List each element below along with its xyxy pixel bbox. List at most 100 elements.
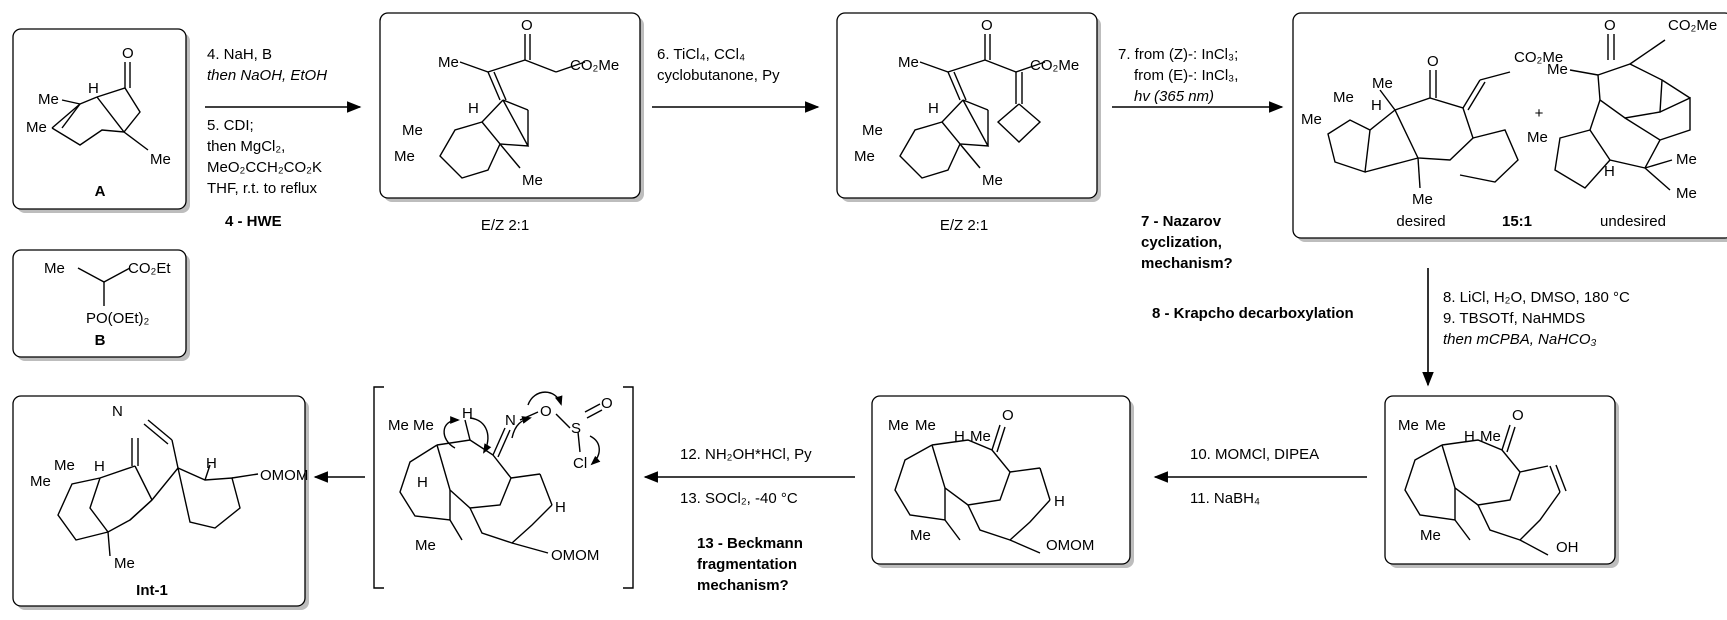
atom-me: Me bbox=[854, 148, 875, 165]
atom-co2me: CO₂Me bbox=[1030, 57, 1079, 74]
curly-arrow bbox=[527, 391, 563, 406]
atom-o: O bbox=[1512, 407, 1524, 424]
step-10-reagents: 10. MOMCl, DIPEA bbox=[1190, 446, 1319, 463]
atom-me: Me bbox=[1425, 417, 1446, 434]
atom-h: H bbox=[417, 474, 428, 491]
int-1-label: Int-1 bbox=[136, 582, 168, 599]
compound-a-label: A bbox=[95, 183, 106, 200]
step-13-note: fragmentation bbox=[697, 556, 797, 573]
atom-me: Me bbox=[388, 417, 409, 434]
step-4-reagents: 4. NaH, B bbox=[207, 46, 272, 63]
atom-omom: OMOM bbox=[1046, 537, 1094, 554]
compound-b-label: B bbox=[95, 332, 106, 349]
atom-o: O bbox=[540, 403, 552, 420]
step-6-conditions: cyclobutanone, Py bbox=[657, 67, 780, 84]
atom-me: Me bbox=[1412, 191, 1433, 208]
atom-me: Me bbox=[1676, 151, 1697, 168]
atom-me: Me bbox=[888, 417, 909, 434]
mom-ketone-structure: O Me Me H Me H Me OMOM bbox=[888, 407, 1094, 554]
atom-me: Me bbox=[394, 148, 415, 165]
atom-h: H bbox=[1371, 97, 1382, 114]
atom-h: H bbox=[555, 499, 566, 516]
intermediate-2-structure: O Me CO₂Me H Me Me Me bbox=[854, 17, 1079, 189]
atom-o: O bbox=[1604, 17, 1616, 34]
atom-me: Me bbox=[1547, 61, 1568, 78]
step-7-note: mechanism? bbox=[1141, 255, 1233, 272]
atom-me: Me bbox=[1301, 111, 1322, 128]
atom-o: O bbox=[521, 17, 533, 34]
step-7-conditions: 7. from (Z)-: InCl₃; bbox=[1118, 46, 1238, 63]
atom-me: Me bbox=[898, 54, 919, 71]
curly-arrow bbox=[589, 435, 601, 466]
atom-me: Me bbox=[970, 428, 991, 445]
atom-me: Me bbox=[415, 537, 436, 554]
atom-h: H bbox=[928, 100, 939, 117]
atom-me: Me bbox=[862, 122, 883, 139]
desired-label: desired bbox=[1396, 213, 1445, 230]
atom-me: Me bbox=[1527, 129, 1548, 146]
intermediate-1-ratio: E/Z 2:1 bbox=[481, 217, 529, 234]
undesired-product-structure: O CO₂Me Me Me H Me Me bbox=[1527, 17, 1717, 202]
atom-me: Me bbox=[1333, 89, 1354, 106]
int-1-structure: N H Me Me H OMOM Me bbox=[30, 403, 308, 572]
atom-h: H bbox=[1604, 163, 1615, 180]
step-7-note: 7 - Nazarov bbox=[1141, 213, 1222, 230]
desired-product-structure: O CO₂Me Me Me H Me Me bbox=[1301, 49, 1563, 208]
atom-s: S bbox=[571, 420, 581, 437]
atom-me: Me bbox=[38, 91, 59, 108]
atom-poet: PO(OEt)₂ bbox=[86, 310, 150, 327]
step-4-note: 4 - HWE bbox=[225, 213, 282, 230]
atom-h: H bbox=[1054, 493, 1065, 510]
atom-h: H bbox=[94, 458, 105, 475]
atom-h: H bbox=[462, 405, 473, 422]
atom-o: O bbox=[1002, 407, 1014, 424]
compound-a-structure: O H Me Me Me bbox=[26, 45, 171, 168]
atom-me: Me bbox=[915, 417, 936, 434]
atom-co2me: CO₂Me bbox=[1514, 49, 1563, 66]
step-5-conditions: then MgCl₂, bbox=[207, 138, 285, 155]
oxime-sulfite-structure: N O S O Cl H Me Me H H Me OMOM bbox=[388, 391, 613, 564]
atom-h: H bbox=[468, 100, 479, 117]
atom-me: Me bbox=[30, 473, 51, 490]
atom-me: Me bbox=[1398, 417, 1419, 434]
atom-co2me: CO₂Me bbox=[1668, 17, 1717, 34]
step-9-reagents: 9. TBSOTf, NaHMDS bbox=[1443, 310, 1585, 327]
atom-co2me: CO₂Me bbox=[570, 57, 619, 74]
atom-me: Me bbox=[413, 417, 434, 434]
step-5-conditions: MeO₂CCH₂CO₂K bbox=[207, 159, 322, 176]
step-7-conditions: hv (365 nm) bbox=[1134, 88, 1214, 105]
step-7-conditions: from (E)-: InCl₃, bbox=[1134, 67, 1238, 84]
atom-o: O bbox=[122, 45, 134, 62]
atom-co2et: CO₂Et bbox=[128, 260, 171, 277]
step-13-note: 13 - Beckmann bbox=[697, 535, 803, 552]
atom-me: Me bbox=[438, 54, 459, 71]
step-5-conditions: THF, r.t. to reflux bbox=[207, 180, 318, 197]
intermediate-1-structure: O Me CO₂Me H Me Me Me bbox=[394, 17, 619, 189]
atom-me: Me bbox=[1480, 428, 1501, 445]
atom-h: H bbox=[88, 80, 99, 97]
step-8-note: 8 - Krapcho decarboxylation bbox=[1152, 305, 1354, 322]
int-1-box bbox=[12, 395, 309, 610]
atom-me: Me bbox=[44, 260, 65, 277]
curly-arrow bbox=[469, 417, 492, 454]
step-13-conditions: 13. SOCl₂, -40 °C bbox=[680, 490, 798, 507]
atom-me: Me bbox=[1372, 75, 1393, 92]
atom-me: Me bbox=[26, 119, 47, 136]
right-bracket bbox=[623, 386, 634, 589]
compound-b-box bbox=[12, 249, 190, 361]
step-9-conditions: then mCPBA, NaHCO₃ bbox=[1443, 331, 1597, 348]
step-5-reagents: 5. CDI; bbox=[207, 117, 254, 134]
intermediate-2-box bbox=[836, 12, 1101, 202]
step-6-reagents: 6. TiCl₄, CCl₄ bbox=[657, 46, 745, 63]
atom-h: H bbox=[206, 455, 217, 472]
atom-o: O bbox=[981, 17, 993, 34]
atom-o: O bbox=[1427, 53, 1439, 70]
undesired-label: undesired bbox=[1600, 213, 1666, 230]
intermediate-2-ratio: E/Z 2:1 bbox=[940, 217, 988, 234]
atom-cl: Cl bbox=[573, 455, 587, 472]
atom-h: H bbox=[1464, 428, 1475, 445]
atom-me: Me bbox=[150, 151, 171, 168]
atom-me: Me bbox=[1676, 185, 1697, 202]
atom-o: O bbox=[601, 395, 613, 412]
